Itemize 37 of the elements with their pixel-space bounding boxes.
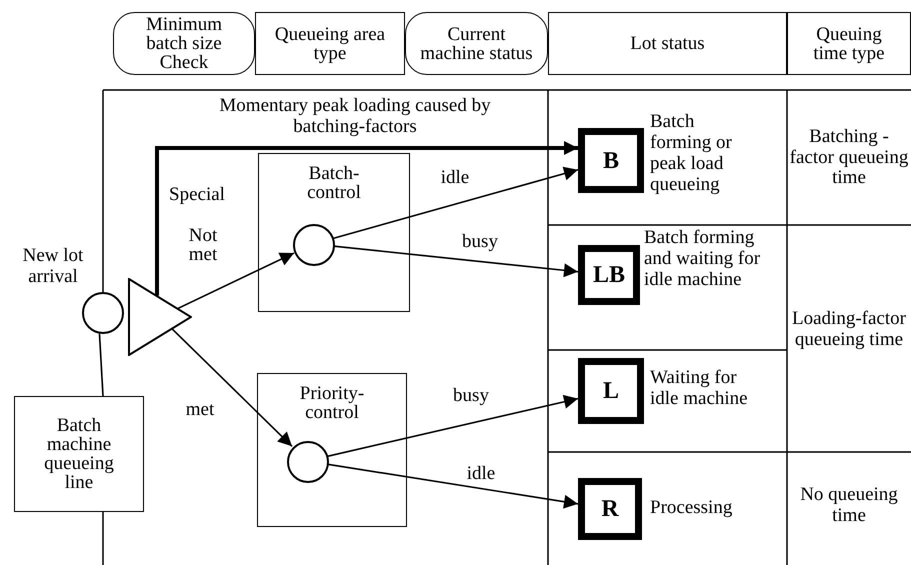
status-box: B <box>578 128 644 193</box>
header-box: Queueing area type <box>255 12 405 75</box>
control-area-box: Priority-control <box>257 373 407 527</box>
arrow <box>155 141 578 296</box>
status-description: Batch forming or peak load queueing <box>650 112 733 196</box>
control-area-box: Batch-control <box>258 153 410 312</box>
arrow <box>327 394 578 458</box>
arrow <box>178 252 294 310</box>
arrow <box>333 166 578 240</box>
header-box: Queuing time type <box>787 12 911 75</box>
arrow <box>172 328 293 447</box>
state-circle <box>287 441 329 483</box>
table-cell-text: Loading-factor queueing time <box>791 307 907 352</box>
edge-note: Momentary peak loading caused by batching-factors <box>218 94 492 139</box>
edge-label: Special <box>168 185 226 204</box>
edge-label: met <box>184 400 216 419</box>
process-box: Batch machine queueing line <box>14 396 144 512</box>
arrow <box>334 245 578 278</box>
status-description: Batch forming and waiting for idle machine <box>644 228 762 291</box>
edge-label: busy <box>461 232 499 251</box>
table-cell-text: No queueing time <box>799 483 899 528</box>
edge-label: idle <box>440 168 470 187</box>
edge-label: idle <box>466 464 496 483</box>
table-cell-text: Batching - factor queueing time <box>788 124 910 190</box>
edge-label: Not met <box>188 226 218 264</box>
node-caption: New lot arrival <box>22 246 84 288</box>
arrow <box>328 464 578 509</box>
state-circle <box>293 224 335 266</box>
status-description: Waiting for idle machine <box>650 368 749 410</box>
status-box: R <box>578 478 642 540</box>
arrival-circle <box>82 292 124 334</box>
status-box: LB <box>578 245 640 305</box>
status-description: Processing <box>650 498 734 519</box>
status-box: L <box>578 358 644 424</box>
edge-label: busy <box>452 386 490 405</box>
header-box: Lot status <box>548 12 787 75</box>
check-triangle <box>128 278 192 356</box>
